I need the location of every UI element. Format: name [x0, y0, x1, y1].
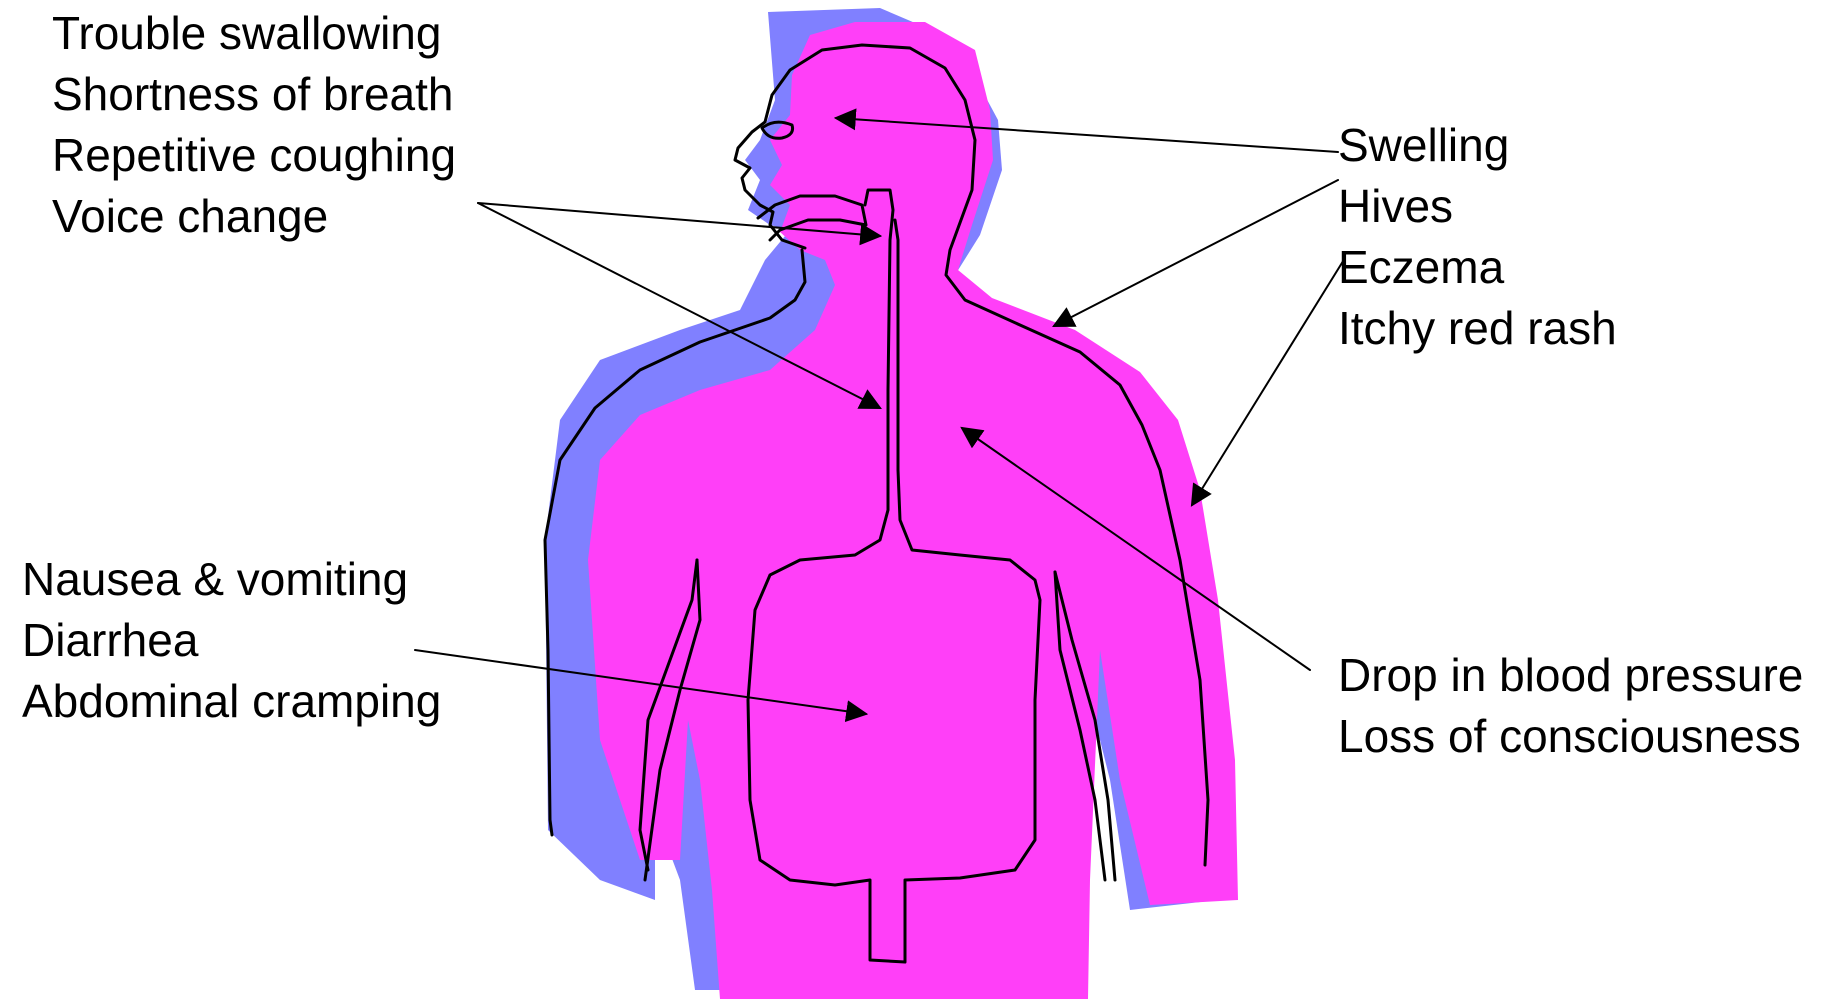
label-nausea-vomiting: Nausea & vomiting [22, 549, 441, 610]
digestive-symptoms-list: Nausea & vomiting Diarrhea Abdominal cra… [22, 549, 441, 732]
arrow-hives [1054, 180, 1338, 326]
label-loss-of-consciousness: Loss of consciousness [1338, 706, 1803, 767]
label-trouble-swallowing: Trouble swallowing [52, 3, 456, 64]
label-eczema: Eczema [1338, 237, 1617, 298]
skin-symptoms-list: Swelling Hives Eczema Itchy red rash [1338, 115, 1617, 359]
label-repetitive-coughing: Repetitive coughing [52, 125, 456, 186]
label-swelling: Swelling [1338, 115, 1617, 176]
label-drop-in-blood-pressure: Drop in blood pressure [1338, 645, 1803, 706]
label-hives: Hives [1338, 176, 1617, 237]
label-itchy-red-rash: Itchy red rash [1338, 298, 1617, 359]
circulation-symptoms-list: Drop in blood pressure Loss of conscious… [1338, 645, 1803, 767]
label-diarrhea: Diarrhea [22, 610, 441, 671]
airway-symptoms-list: Trouble swallowing Shortness of breath R… [52, 3, 456, 247]
label-voice-change: Voice change [52, 186, 456, 247]
label-abdominal-cramping: Abdominal cramping [22, 671, 441, 732]
label-shortness-of-breath: Shortness of breath [52, 64, 456, 125]
arrow-rash [1192, 258, 1345, 505]
